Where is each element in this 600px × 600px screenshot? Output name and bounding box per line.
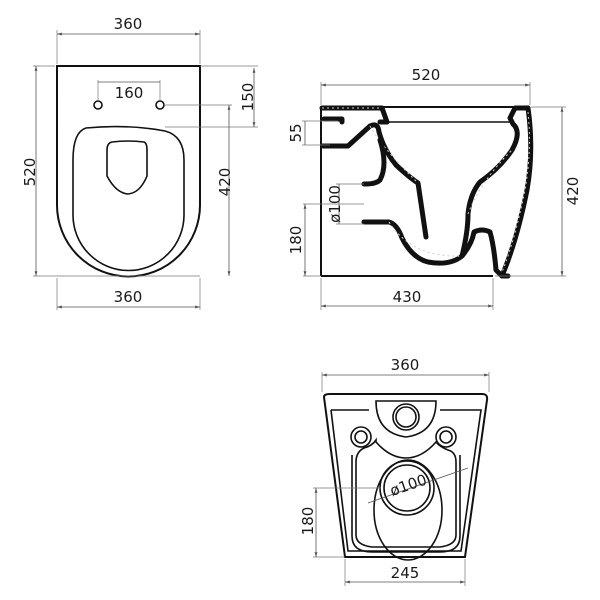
dim-rear-outlet-height: 180 [299,507,317,536]
dim-hole-offset: 150 [239,83,257,112]
fixing-hole-right [435,426,457,448]
seat-outline [72,125,185,272]
dim-outlet-diameter: ø100 [326,185,344,223]
side-section-view: 520 55 ø100 180 420 430 [287,66,582,310]
top-view: 360 160 520 150 420 360 [21,15,258,310]
outlet-hole [383,464,431,512]
dim-rear-width: 360 [391,356,420,374]
dim-total-length: 520 [21,158,39,187]
dim-inlet-height: 55 [287,123,305,142]
dim-side-length: 520 [412,66,441,84]
dim-rear-base-width: 245 [391,564,420,582]
seat-hole-right [155,100,165,110]
bottom-view: ø100 360 180 245 [299,356,490,586]
dim-bottom-width: 360 [114,288,143,306]
dim-top-width: 360 [114,15,143,33]
dim-base-length: 430 [393,288,422,306]
dim-hole-spacing: 160 [115,84,144,102]
dim-rear-outlet-diameter: ø100 [388,471,430,500]
dim-outlet-height: 180 [287,226,305,255]
outlet-recess [373,459,443,561]
dim-side-height: 420 [564,177,582,206]
inlet-hole [392,403,420,431]
fixing-hole-left [350,426,372,448]
dim-hole-to-front: 420 [216,168,234,197]
bowl-opening [106,140,148,195]
seat-hole-left [93,100,103,110]
